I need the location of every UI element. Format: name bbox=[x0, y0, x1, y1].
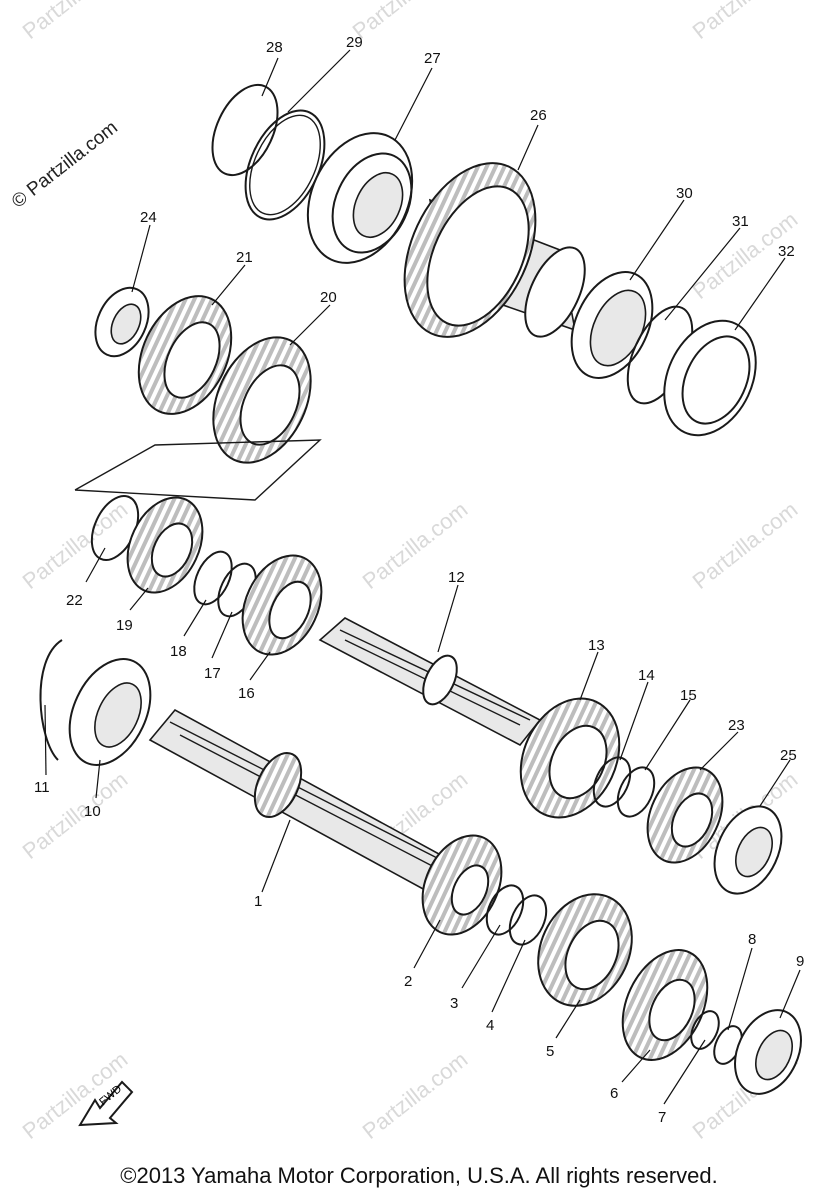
copyright-notice: ©2013 Yamaha Motor Corporation, U.S.A. A… bbox=[120, 1163, 718, 1188]
main-axle-12 bbox=[318, 617, 542, 747]
callout-27: 27 bbox=[424, 50, 441, 67]
callout-21: 21 bbox=[236, 249, 253, 266]
callout-11: 11 bbox=[34, 779, 50, 796]
watermark: Partzilla.com bbox=[348, 0, 463, 44]
callout-3: 3 bbox=[450, 995, 458, 1012]
watermark: Partzilla.com bbox=[18, 497, 133, 594]
callout-10: 10 bbox=[84, 803, 101, 820]
callout-26: 26 bbox=[530, 107, 547, 124]
callout-14: 14 bbox=[638, 667, 655, 684]
watermark: Partzilla.com bbox=[18, 0, 133, 44]
circlip-11 bbox=[39, 639, 63, 761]
callout-25: 25 bbox=[780, 747, 797, 764]
callout-23: 23 bbox=[728, 717, 745, 734]
callouts: 28 29 27 26 30 31 32 24 21 20 22 19 18 1… bbox=[34, 34, 804, 1126]
oil-seal-32 bbox=[663, 319, 757, 437]
bearing-30 bbox=[570, 271, 654, 379]
circlip-28 bbox=[211, 83, 279, 177]
callout-4: 4 bbox=[486, 1017, 494, 1034]
callout-7: 7 bbox=[658, 1109, 666, 1126]
callout-29: 29 bbox=[346, 34, 363, 51]
callout-12: 12 bbox=[448, 569, 465, 586]
callout-19: 19 bbox=[116, 617, 133, 634]
callout-20: 20 bbox=[320, 289, 337, 306]
bearing-10 bbox=[68, 658, 152, 766]
callout-15: 15 bbox=[680, 687, 697, 704]
washer-3 bbox=[485, 884, 525, 936]
gear-16 bbox=[241, 554, 323, 656]
washer-14 bbox=[592, 756, 632, 808]
callout-32: 32 bbox=[778, 243, 795, 260]
assembly-bracket bbox=[74, 439, 322, 501]
bearing-24 bbox=[94, 286, 150, 358]
main-axle-1 bbox=[148, 708, 452, 892]
watermark: Partzilla.com bbox=[688, 0, 803, 44]
watermark: Partzilla.com bbox=[358, 1047, 473, 1144]
callout-17: 17 bbox=[204, 665, 221, 682]
circlip-15 bbox=[616, 766, 656, 818]
watermark: Partzilla.com bbox=[688, 497, 803, 594]
callout-8: 8 bbox=[748, 931, 756, 948]
callout-1: 1 bbox=[254, 893, 262, 910]
gear-20 bbox=[212, 336, 312, 464]
callout-9: 9 bbox=[796, 953, 804, 970]
callout-5: 5 bbox=[546, 1043, 554, 1060]
gear-19 bbox=[126, 496, 204, 594]
callout-6: 6 bbox=[610, 1085, 618, 1102]
washer-7 bbox=[690, 1010, 720, 1050]
gear-13 bbox=[519, 697, 621, 819]
gear-6 bbox=[621, 949, 709, 1061]
callout-28: 28 bbox=[266, 39, 283, 56]
callout-16: 16 bbox=[238, 685, 255, 702]
bearing-9 bbox=[734, 1009, 802, 1095]
bearing-25 bbox=[713, 805, 783, 895]
washer-18 bbox=[193, 550, 233, 606]
gear-23 bbox=[646, 766, 724, 864]
gear-2 bbox=[421, 834, 503, 936]
circlip-4 bbox=[508, 894, 548, 946]
gear-21 bbox=[137, 295, 233, 415]
callout-22: 22 bbox=[66, 592, 83, 609]
callout-2: 2 bbox=[404, 973, 412, 990]
output-gear-26 bbox=[403, 162, 586, 338]
callout-18: 18 bbox=[170, 643, 187, 660]
callout-24: 24 bbox=[140, 209, 157, 226]
callout-13: 13 bbox=[588, 637, 605, 654]
callout-31: 31 bbox=[732, 213, 749, 230]
bearing-27 bbox=[306, 132, 414, 264]
gear-5 bbox=[537, 893, 633, 1007]
callout-30: 30 bbox=[676, 185, 693, 202]
